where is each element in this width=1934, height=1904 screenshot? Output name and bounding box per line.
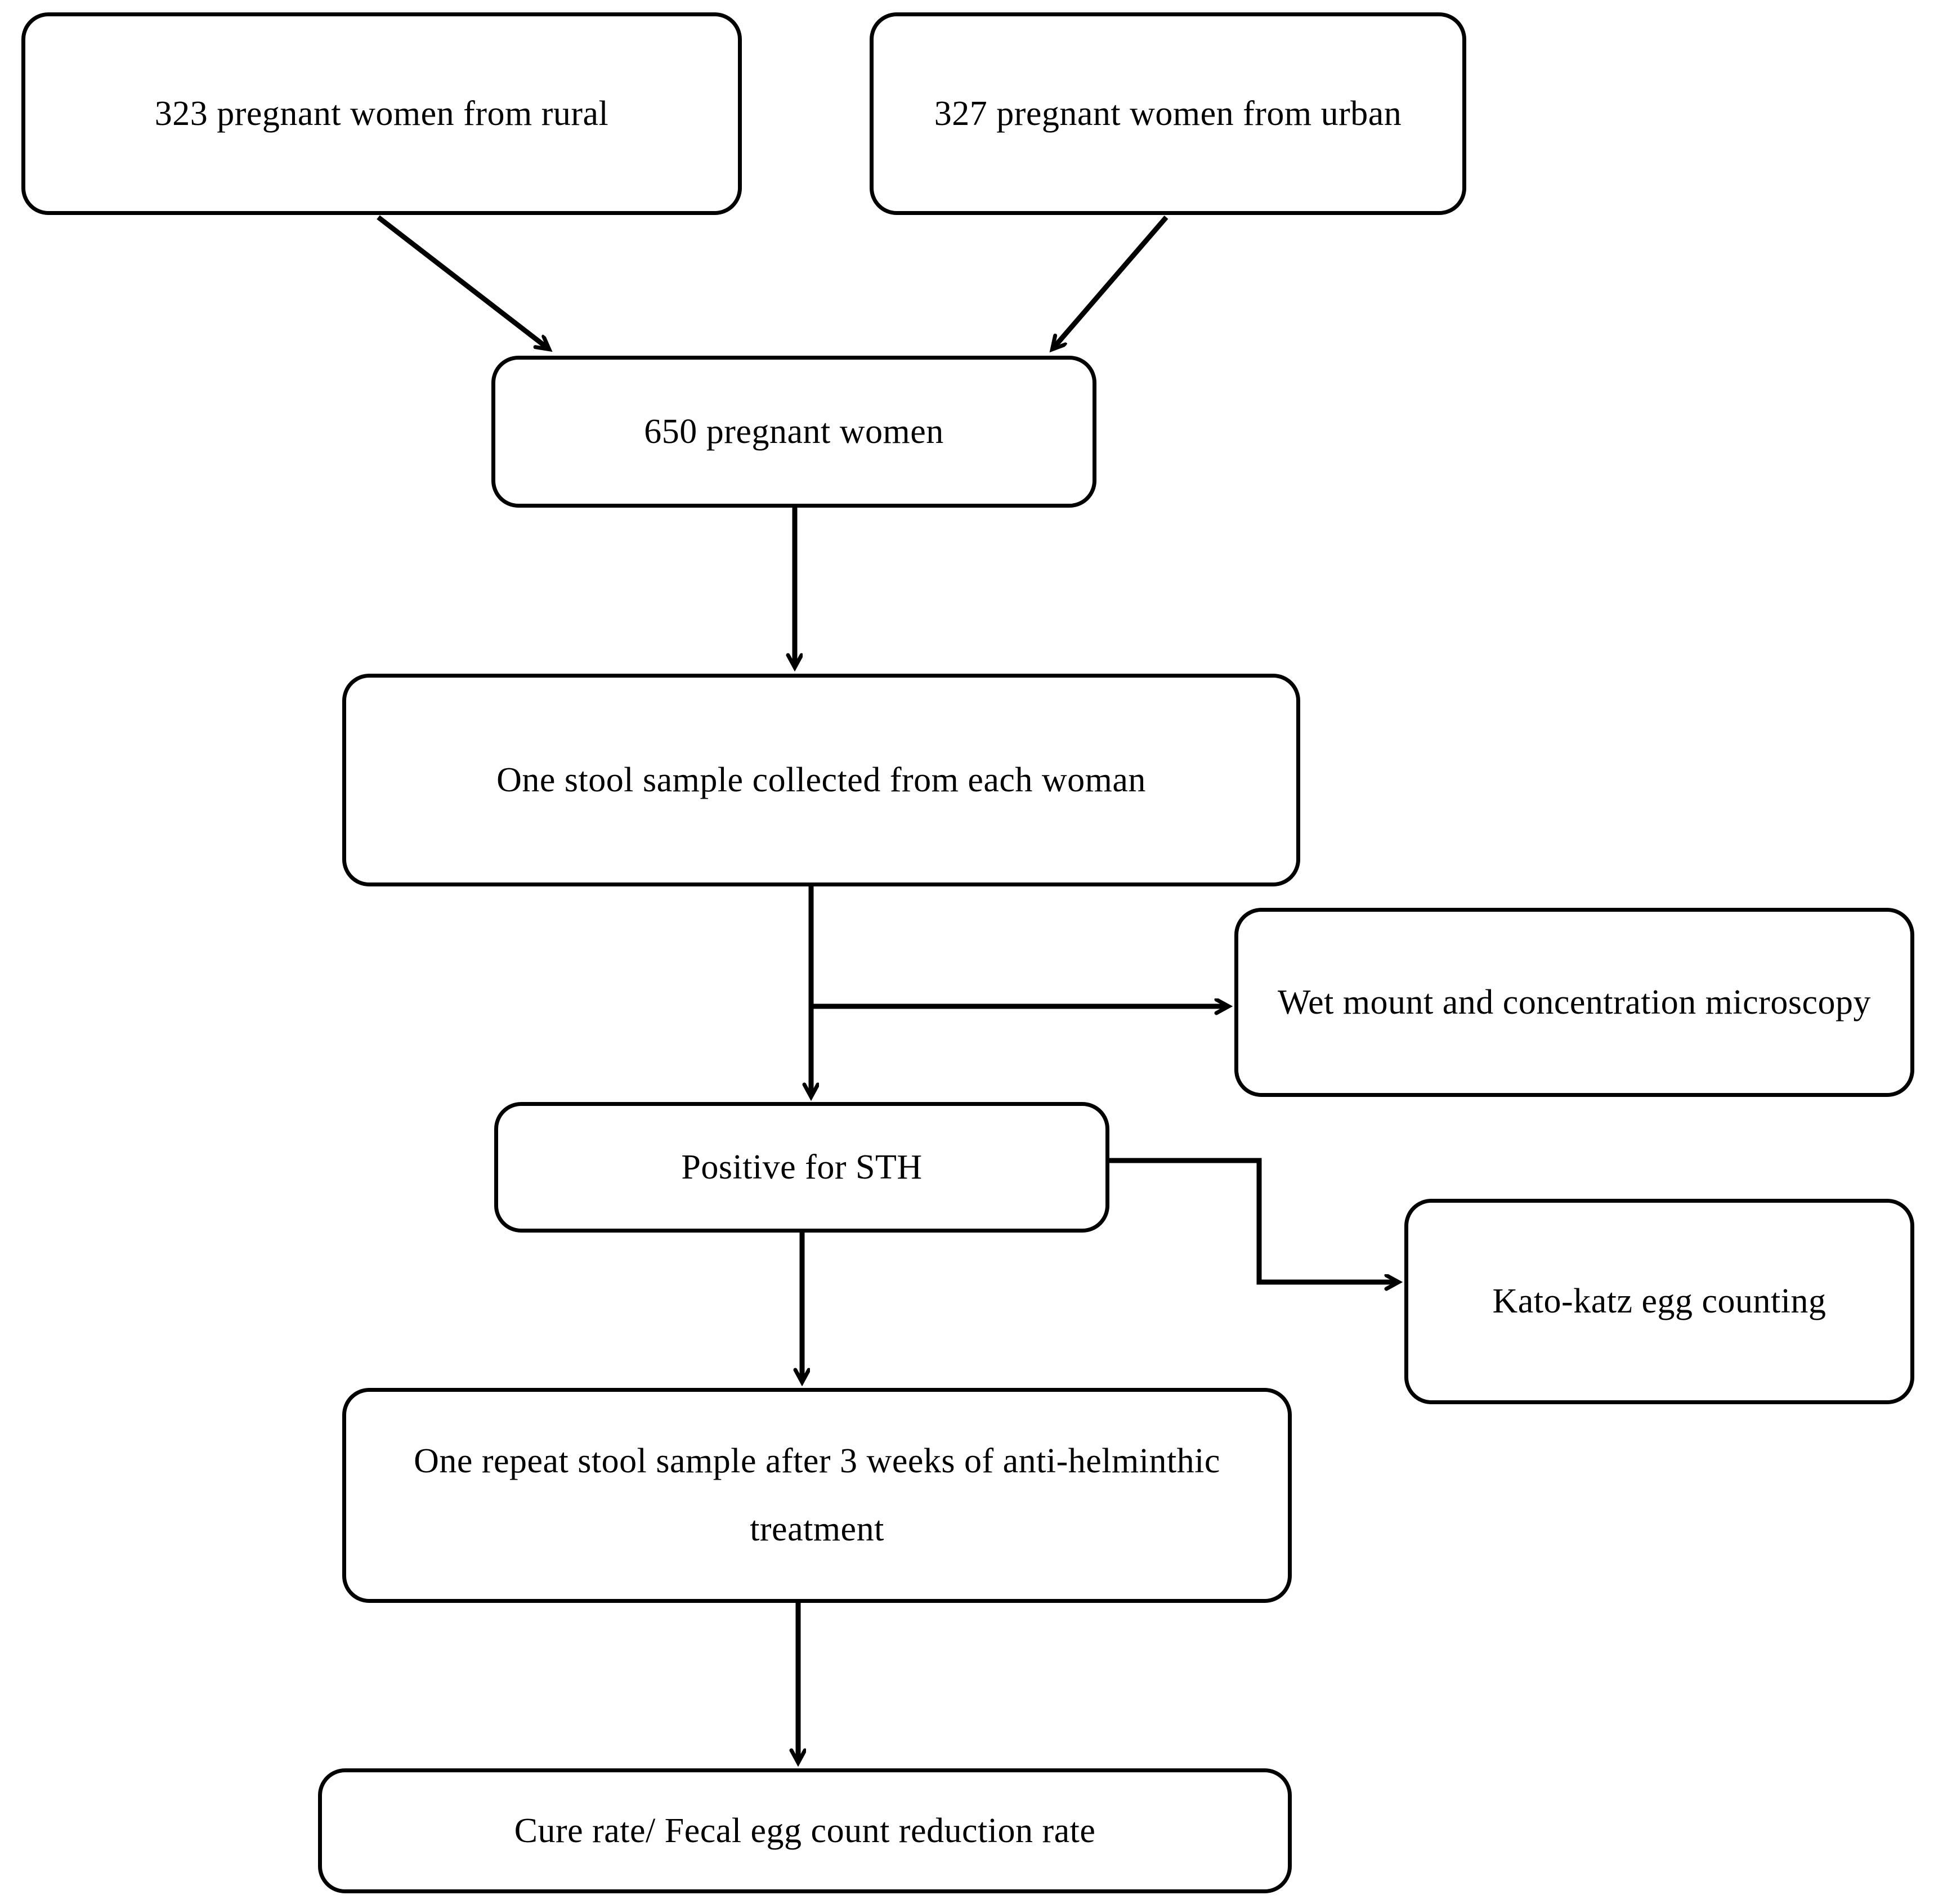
node-label-cure-rate: Cure rate/ Fecal egg count reduction rat… — [514, 1811, 1096, 1850]
node-urban-women[interactable]: 327 pregnant women from urban — [870, 12, 1466, 215]
node-label-rural: 323 pregnant women from rural — [154, 94, 609, 133]
edge-rural-to-total — [377, 215, 549, 349]
node-repeat-sample[interactable]: One repeat stool sample after 3 weeks of… — [342, 1388, 1292, 1603]
node-label-total: 650 pregnant women — [644, 412, 944, 451]
node-label-wet-mount: Wet mount and concentration microscopy — [1278, 983, 1871, 1022]
edge-urban-to-total — [1053, 216, 1169, 349]
node-cure-rate[interactable]: Cure rate/ Fecal egg count reduction rat… — [318, 1768, 1292, 1893]
edge-positive-to-katokatz — [1109, 1158, 1398, 1282]
node-wet-mount[interactable]: Wet mount and concentration microscopy — [1234, 908, 1914, 1097]
node-kato-katz[interactable]: Kato-katz egg counting — [1404, 1199, 1914, 1404]
node-stool-sample[interactable]: One stool sample collected from each wom… — [342, 674, 1300, 886]
node-rural-women[interactable]: 323 pregnant women from rural — [21, 12, 742, 215]
node-total-women[interactable]: 650 pregnant women — [491, 356, 1096, 508]
node-label-stool-sample: One stool sample collected from each wom… — [496, 760, 1146, 799]
node-label-positive-sth: Positive for STH — [681, 1148, 923, 1186]
node-positive-sth[interactable]: Positive for STH — [494, 1102, 1109, 1233]
node-label-repeat-sample: One repeat stool sample after 3 weeks of… — [414, 1442, 1220, 1548]
node-label-urban: 327 pregnant women from urban — [934, 94, 1402, 133]
node-label-kato-katz: Kato-katz egg counting — [1492, 1282, 1826, 1321]
